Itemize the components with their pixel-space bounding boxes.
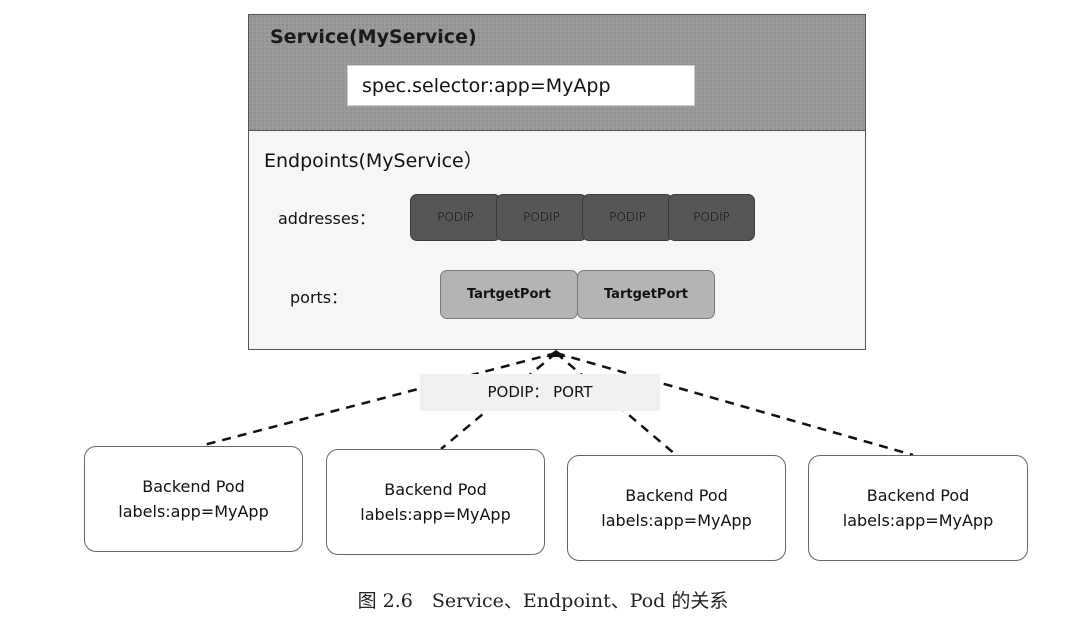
target-port-1: TartgetPort [440,270,578,319]
connection-label: PODIP： PORT [420,374,660,411]
addresses-label: addresses： [278,209,376,228]
backend-pod-3: Backend Pod labels:app=MyApp [567,455,786,561]
podip-address-1: PODIP [410,194,501,241]
podip-address-2: PODIP [496,194,587,241]
connector-pod-1 [199,351,557,448]
connector-pod-3 [555,352,677,456]
pod-labels: labels:app=MyApp [601,511,752,530]
connector-pod-2 [440,352,557,450]
ports-label: ports： [290,288,348,307]
backend-pod-1: Backend Pod labels:app=MyApp [84,446,303,552]
service-selector: spec.selector:app=MyApp [347,65,695,106]
pod-labels: labels:app=MyApp [360,505,511,524]
connector-pod-4 [555,351,914,457]
pod-name: Backend Pod [384,480,487,499]
podip-address-4: PODIP [668,194,755,241]
pod-name: Backend Pod [142,477,245,496]
endpoints-title: Endpoints(MyService） [264,150,483,172]
pod-name: Backend Pod [625,486,728,505]
podip-address-3: PODIP [582,194,673,241]
service-title: Service(MyService) [270,26,477,48]
backend-pod-2: Backend Pod labels:app=MyApp [326,449,545,555]
pod-labels: labels:app=MyApp [842,511,994,530]
pod-name: Backend Pod [866,486,970,505]
figure-caption: 图 2.6 Service、Endpoint、Pod 的关系 [357,590,729,612]
backend-pod-4: Backend Pod labels:app=MyApp [808,455,1028,561]
arrowhead [546,350,566,357]
pod-labels: labels:app=MyApp [118,502,269,521]
target-port-2: TartgetPort [577,270,715,319]
